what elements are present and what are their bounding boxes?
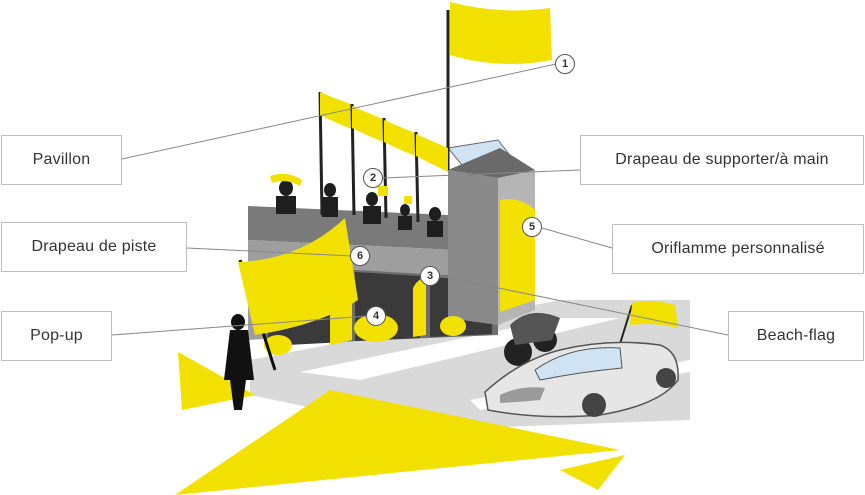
label-popup: Pop-up xyxy=(1,311,112,361)
track-flag xyxy=(238,218,358,335)
tower-side xyxy=(448,170,498,325)
marker-6: 6 xyxy=(350,246,370,266)
sports-car xyxy=(484,341,679,418)
pavillon-flag xyxy=(450,2,552,64)
label-track-flag: Drapeau de piste xyxy=(1,222,187,272)
motorcycle xyxy=(504,312,560,366)
ground-flag-shape xyxy=(175,390,620,495)
marker-2: 2 xyxy=(363,168,383,188)
marker-1: 1 xyxy=(555,54,575,74)
ground-flag-shape xyxy=(560,455,625,490)
beach-flag-car xyxy=(630,300,678,328)
label-pavillon: Pavillon xyxy=(1,135,122,185)
popup-banner xyxy=(440,316,466,336)
roof-flag xyxy=(416,134,448,172)
popup-banner xyxy=(354,314,398,342)
marker-4: 4 xyxy=(366,306,386,326)
marker-3: 3 xyxy=(420,266,440,286)
label-beach-flag: Beach-flag xyxy=(728,311,864,361)
label-supporter-flag: Drapeau de supporter/à main xyxy=(580,135,864,185)
supporter-silhouettes xyxy=(276,180,443,237)
roof-flag xyxy=(352,106,386,143)
leader-lines xyxy=(111,63,729,336)
label-custom-oriflamme: Oriflamme personnalisé xyxy=(612,224,864,274)
tower-top xyxy=(448,148,535,178)
roof-flag xyxy=(384,120,418,157)
supporter-hand-flag xyxy=(378,186,388,196)
popup-banner xyxy=(264,335,292,355)
marker-5: 5 xyxy=(522,217,542,237)
beach-flag-small xyxy=(413,278,426,337)
oriflamme-flag xyxy=(500,199,535,312)
supporter-scarf xyxy=(270,173,302,186)
roof-flag xyxy=(320,92,354,130)
supporter-hand-flag xyxy=(404,196,412,204)
